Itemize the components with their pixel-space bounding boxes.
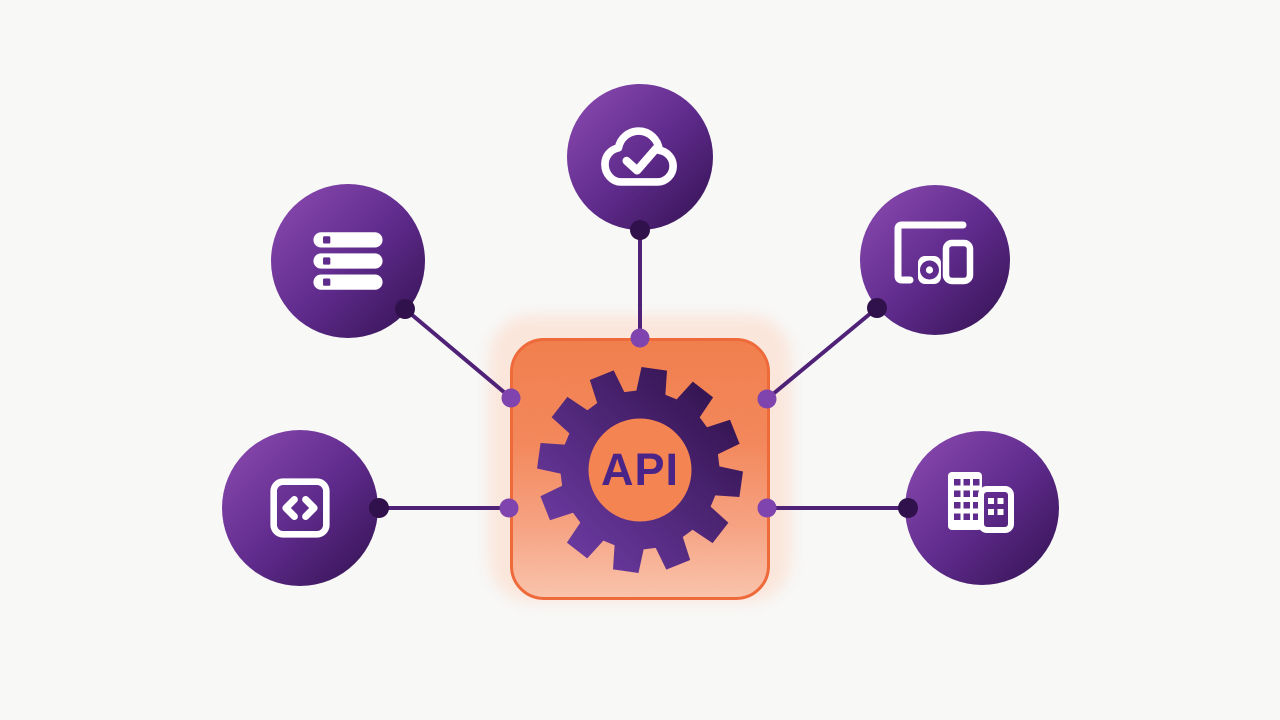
gear-hub (588, 418, 692, 522)
code-brackets-icon (270, 478, 330, 538)
api-label: API (600, 444, 679, 495)
node-enterprise (905, 431, 1059, 585)
node-server (271, 184, 425, 338)
enterprise-building-icon (948, 472, 1014, 533)
node-cloud-service (567, 84, 713, 230)
devices-icon (894, 221, 974, 285)
cloud-check-icon (601, 127, 677, 186)
server-stack-icon (313, 232, 383, 290)
node-devices (860, 185, 1010, 335)
node-code (222, 430, 378, 586)
gear-icon (537, 367, 743, 573)
